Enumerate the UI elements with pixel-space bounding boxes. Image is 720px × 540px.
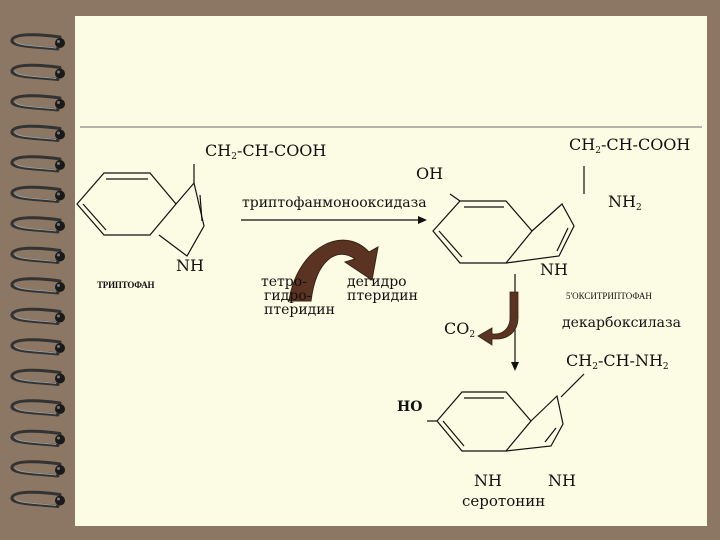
tryptophan-nh: NH bbox=[176, 256, 204, 275]
tryptophan-side-chain: CH2-CH-COOH bbox=[205, 141, 327, 162]
spiral-ring-icon bbox=[10, 124, 65, 142]
spiral-ring-icon bbox=[10, 490, 65, 508]
binder-rings bbox=[10, 33, 65, 508]
reaction1-arrow bbox=[241, 216, 427, 224]
slide: CH2-CH-COOH NH ТРИПТОФАН триптофанмоноок… bbox=[75, 16, 707, 526]
co2-label: CO2 bbox=[444, 319, 476, 340]
spiral-ring-icon bbox=[10, 63, 65, 81]
hydroxytryptophan-side-chain: CH2-CH-COOH bbox=[569, 135, 691, 156]
cofactor-curved-arrow bbox=[288, 239, 379, 302]
spiral-ring-icon bbox=[10, 399, 65, 417]
tryptophan-name: ТРИПТОФАН bbox=[97, 280, 155, 290]
spiral-ring-icon bbox=[10, 33, 65, 51]
cofactor-in-line2: гидро- bbox=[264, 288, 312, 304]
reaction-scheme bbox=[76, 126, 702, 452]
serotonin-name: серотонин bbox=[462, 492, 546, 510]
serotonin-structure bbox=[427, 373, 585, 452]
spiral-ring-icon bbox=[10, 460, 65, 478]
hydroxytryptophan-oh: OH bbox=[416, 164, 444, 183]
spiral-ring-icon bbox=[10, 155, 65, 173]
serotonin-nh-left: NH bbox=[474, 471, 502, 490]
cofactor-out-line1: дегидро bbox=[347, 274, 407, 290]
serotonin-side-chain: CH2-CH-NH2 bbox=[566, 351, 669, 372]
spiral-ring-icon bbox=[10, 216, 65, 234]
spiral-ring-icon bbox=[10, 277, 65, 295]
spiral-ring-icon bbox=[10, 307, 65, 325]
tryptophan-structure bbox=[76, 164, 205, 257]
hydroxytryptophan-structure bbox=[432, 166, 585, 264]
spiral-ring-icon bbox=[10, 246, 65, 264]
spiral-ring-icon bbox=[10, 185, 65, 203]
enzyme-decarboxylase: декарбоксилаза bbox=[562, 315, 681, 331]
spiral-ring-icon bbox=[10, 338, 65, 356]
enzyme-hydroxylase: триптофанмонооксидаза bbox=[242, 195, 427, 211]
hydroxytryptophan-name: 5'ОКСИТРИПТОФАН bbox=[566, 291, 652, 301]
spiral-ring-icon bbox=[10, 368, 65, 386]
serotonin-nh-right: NH bbox=[548, 471, 576, 490]
cofactor-tetrahydropterin: тетро- гидро- птеридин bbox=[261, 275, 335, 317]
hydroxytryptophan-amine: NH2 bbox=[608, 192, 642, 213]
spiral-ring-icon bbox=[10, 429, 65, 447]
co2-release-arrow bbox=[477, 291, 519, 346]
cofactor-out-line2: птеридин bbox=[347, 288, 418, 304]
hydroxytryptophan-nh: NH bbox=[540, 260, 568, 279]
spiral-ring-icon bbox=[10, 94, 65, 112]
cofactor-in-line1: тетро- bbox=[261, 274, 307, 290]
cofactor-in-line3: птеридин bbox=[264, 302, 335, 318]
serotonin-ho: HO bbox=[397, 399, 423, 415]
cofactor-dihydropterin: дегидро птеридин bbox=[347, 275, 418, 303]
